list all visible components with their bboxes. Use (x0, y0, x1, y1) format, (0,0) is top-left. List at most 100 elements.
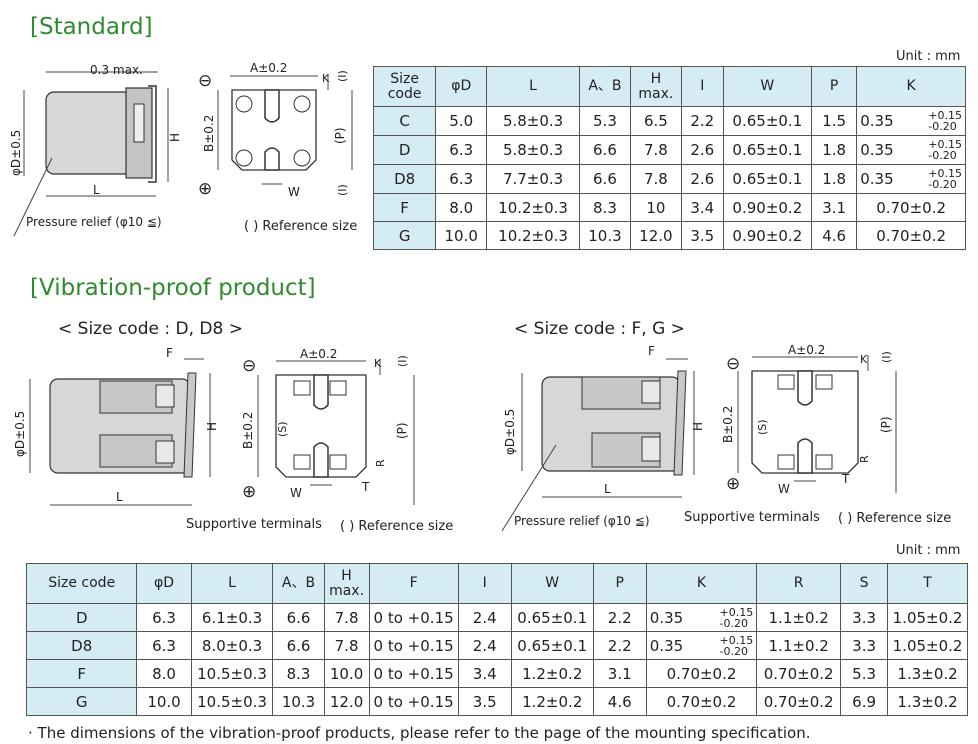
k-plus-tol: +0.15 (719, 605, 754, 619)
standard-w-label: W (288, 185, 300, 199)
i-cell: 2.6 (680, 135, 724, 165)
fg-supportive-label: Supportive terminals (684, 510, 820, 525)
k-plus-tol: +0.15 (928, 138, 962, 151)
l-cell: 10.2±0.3 (486, 193, 580, 222)
w-cell: 0.90±0.2 (722, 193, 812, 222)
vibration-header-size-code: Size code (25, 563, 138, 604)
vibration-header-r: R (756, 563, 842, 604)
vibration-dd8-side-view-drawing: F φD±0.5 H L (13, 346, 219, 506)
s-cell: 6.9 (840, 687, 889, 716)
vibration-header-l: L (190, 563, 274, 604)
s-cell: 3.3 (840, 631, 889, 660)
standard-reference-label: ( ) Reference size (244, 219, 357, 234)
h-cell: 7.8 (323, 631, 370, 660)
standard-header-w: W (722, 66, 812, 107)
r-cell: 1.1±0.2 (756, 603, 842, 632)
size-code-cell: F (372, 193, 437, 222)
k-base: 0.35 (649, 608, 684, 627)
k-minus-tol: -0.20 (928, 178, 957, 191)
i-cell: 2.4 (457, 631, 512, 660)
i-cell: 3.5 (680, 221, 724, 250)
w-cell: 0.65±0.1 (722, 164, 812, 194)
w-cell: 0.65±0.1 (510, 631, 594, 660)
fg-t-label: T (841, 472, 850, 486)
p-cell: 4.6 (810, 221, 858, 250)
l-cell: 10.5±0.3 (190, 687, 274, 716)
k-minus-tol: -0.20 (928, 120, 957, 133)
size-code-cell: D (372, 135, 437, 165)
standard-h-label: H (168, 133, 182, 142)
table-row: G 10.0 10.5±0.3 10.3 12.0 0 to +0.15 3.5… (25, 687, 968, 716)
i-cell: 3.5 (457, 687, 512, 716)
vibration-header-t: T (887, 563, 968, 604)
f-cell: 0 to +0.15 (368, 687, 459, 716)
table-row: F 8.0 10.5±0.3 8.3 10.0 0 to +0.15 3.4 1… (25, 659, 968, 688)
w-cell: 1.2±0.2 (510, 659, 594, 688)
standard-i-bottom-label: (I) (336, 184, 349, 196)
vibration-header-h-max: H max. (323, 563, 370, 604)
l-cell: 10.5±0.3 (190, 659, 274, 688)
dd8-r-label: R (374, 459, 387, 467)
p-cell: 4.6 (592, 687, 647, 716)
h-cell: 12.0 (629, 221, 682, 250)
fg-pressure-relief-label: Pressure relief (φ10 ≦) (514, 514, 650, 528)
f-cell: 0 to +0.15 (368, 631, 459, 660)
table-row: C 5.0 5.8±0.3 5.3 6.5 2.2 0.65±0.1 1.5 0… (372, 106, 966, 136)
table-row: D 6.3 6.1±0.3 6.6 7.8 0 to +0.15 2.4 0.6… (25, 603, 968, 632)
fg-l-label: L (604, 482, 611, 496)
fg-k-label: K (860, 353, 868, 366)
t-cell: 1.3±0.2 (887, 659, 968, 688)
table-row: F 8.0 10.2±0.3 8.3 10 3.4 0.90±0.2 3.1 0… (372, 193, 966, 222)
i-cell: 2.4 (457, 603, 512, 632)
fg-reference-label: ( ) Reference size (838, 511, 952, 526)
k-cell: 0.70±0.2 (856, 193, 966, 222)
k-plus-tol: +0.15 (928, 109, 962, 122)
standard-plus-label: ⊕ (198, 179, 212, 199)
ab-cell: 6.6 (272, 603, 325, 632)
dd8-plus-label: ⊕ (242, 482, 256, 502)
standard-phid-label: φD±0.5 (9, 130, 23, 176)
ab-cell: 6.6 (578, 164, 631, 194)
ab-cell: 10.3 (272, 687, 325, 716)
table-row: D8 6.3 8.0±0.3 6.6 7.8 0 to +0.15 2.4 0.… (25, 631, 968, 660)
t-cell: 1.3±0.2 (887, 687, 968, 716)
phid-cell: 6.3 (136, 603, 192, 632)
k-cell: 0.70±0.2 (856, 221, 966, 250)
fg-h-label: H (691, 422, 705, 431)
f-cell: 0 to +0.15 (368, 603, 459, 632)
vibration-fg-footprint-drawing: ⊖ ⊕ A±0.2 B±0.2 (S) K (I) (P) R T W (721, 343, 897, 496)
standard-header-p: P (810, 66, 858, 107)
k-cell: 0.70±0.2 (645, 687, 758, 716)
standard-unit-label: Unit : mm (896, 49, 961, 64)
vibration-header-i: I (457, 563, 512, 604)
w-cell: 0.90±0.2 (722, 221, 812, 250)
standard-l-label: L (93, 183, 100, 197)
dd8-l-label: L (116, 490, 123, 504)
k-minus-tol: -0.20 (719, 644, 748, 658)
size-code-cell: D8 (372, 164, 437, 194)
r-cell: 0.70±0.2 (756, 687, 842, 716)
standard-side-view-drawing: 0.3 max. φD±0.5 H L Pressure relief (φ10… (9, 63, 182, 237)
size-code-cell: D8 (25, 631, 138, 660)
fg-minus-label: ⊖ (726, 354, 740, 374)
standard-header-phid: φD (435, 66, 488, 107)
h-cell: 6.5 (629, 106, 682, 136)
p-cell: 3.1 (592, 659, 647, 688)
i-cell: 2.2 (680, 106, 724, 136)
phid-cell: 5.0 (435, 106, 488, 136)
dd8-reference-label: ( ) Reference size (340, 519, 454, 534)
standard-spec-table: Size code φD L A、B H max. I W P K C 5.0 … (372, 66, 966, 250)
l-cell: 7.7±0.3 (486, 164, 580, 194)
dd8-k-label: K (374, 357, 382, 370)
l-cell: 5.8±0.3 (486, 106, 580, 136)
r-cell: 1.1±0.2 (756, 631, 842, 660)
k-cell: 0.35+0.15-0.20 (645, 603, 758, 632)
vibration-sub-right: < Size code : F, G > (514, 319, 685, 339)
dd8-w-label: W (290, 486, 302, 500)
ab-cell: 8.3 (578, 193, 631, 222)
fg-plus-label: ⊕ (726, 474, 740, 494)
l-cell: 10.2±0.3 (486, 221, 580, 250)
vibration-header-p: P (592, 563, 647, 604)
phid-cell: 6.3 (136, 631, 192, 660)
i-cell: 2.6 (680, 164, 724, 194)
